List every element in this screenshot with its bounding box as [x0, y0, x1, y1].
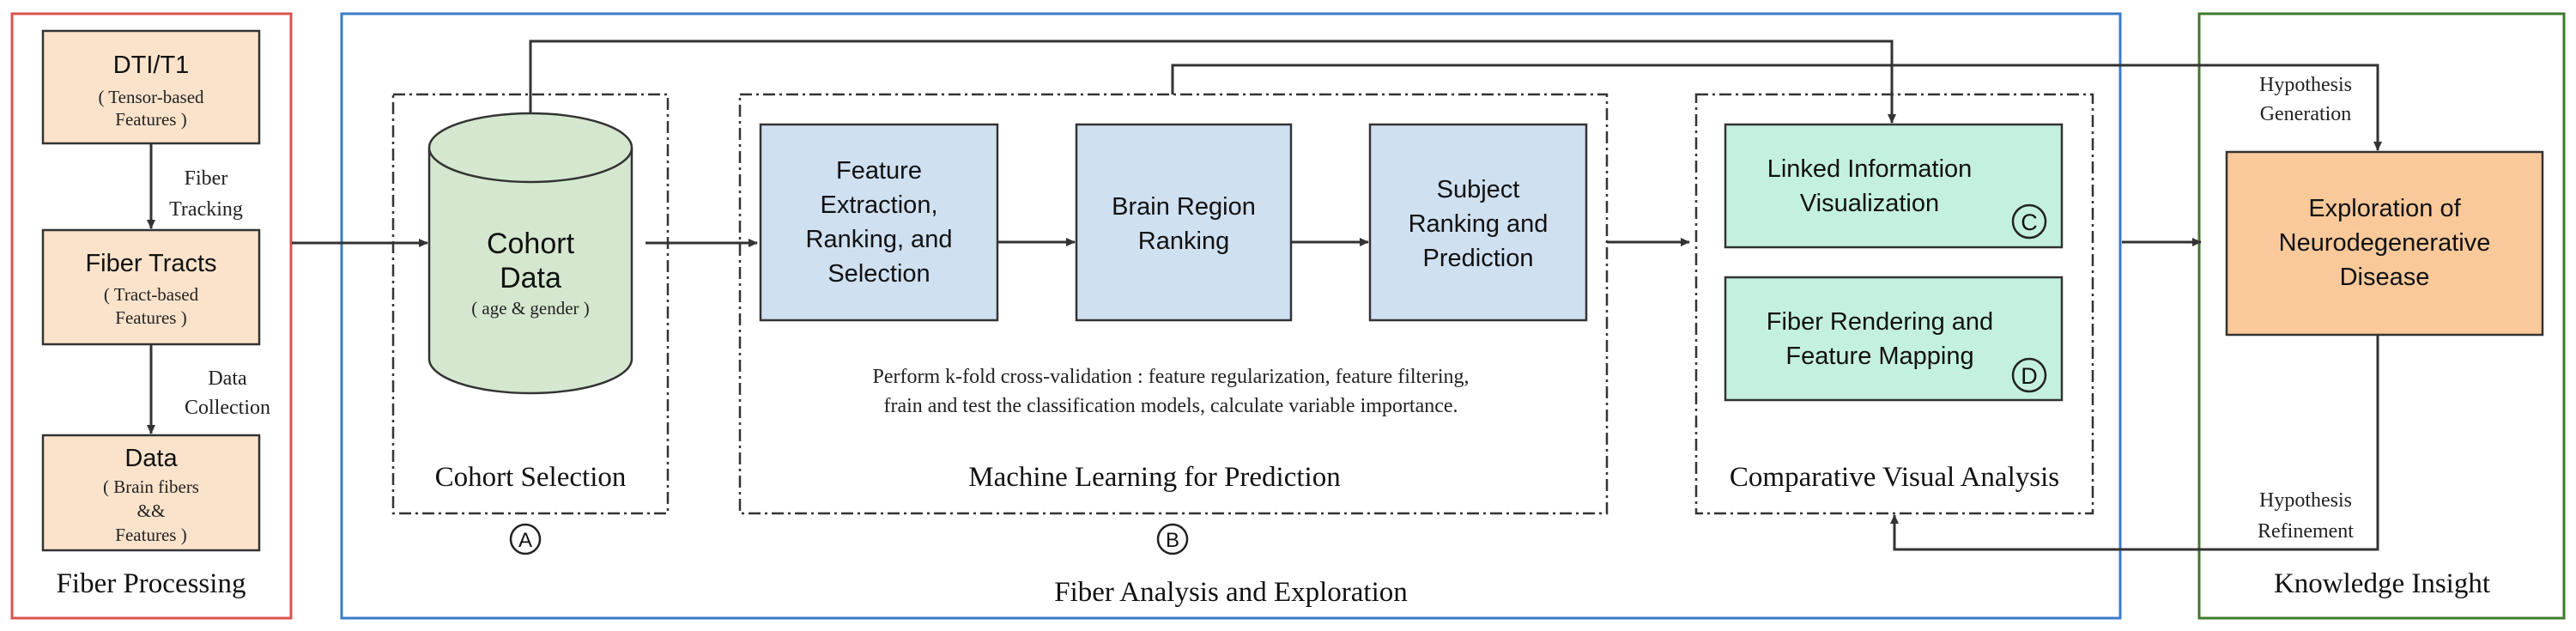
ml-section-label: Machine Learning for Prediction — [968, 462, 1340, 493]
brain-region-line2: Ranking — [1138, 228, 1229, 255]
marker-d: D — [2021, 363, 2038, 389]
exploration-line3: Disease — [2340, 264, 2430, 291]
dti-t1-title: DTI/T1 — [113, 52, 190, 79]
cross-validation-note-2: frain and test the classification models… — [883, 395, 1458, 417]
fiber-tracts-sub1: ( Tract-based — [104, 284, 199, 305]
fiber-analysis-panel — [340, 12, 2122, 620]
marker-a-circle — [509, 523, 542, 555]
fiber-tracts-sub2: Features ) — [115, 307, 186, 328]
marker-d-circle — [2011, 357, 2047, 393]
cohort-cylinder-top — [427, 112, 633, 184]
brain-region-line1: Brain Region — [1112, 193, 1256, 221]
subject-ranking-box — [1368, 123, 1588, 322]
linked-info-line1: Linked Information — [1767, 155, 1973, 183]
dti-t1-sub1: ( Tensor-based — [98, 87, 204, 107]
subject-ranking-line1: Subject — [1437, 176, 1520, 203]
marker-c: C — [2021, 209, 2038, 235]
hypothesis-generation-label-2: Generation — [2260, 103, 2352, 125]
fiber-rendering-box — [1724, 276, 2064, 402]
subject-ranking-line3: Prediction — [1423, 245, 1534, 272]
hypothesis-generation-label-1: Hypothesis — [2259, 74, 2352, 96]
fiber-rendering-line1: Fiber Rendering and — [1767, 308, 1993, 336]
cohort-cylinder-body — [427, 148, 633, 395]
subject-ranking-line2: Ranking and — [1409, 210, 1549, 238]
cohort-title-2: Data — [500, 262, 561, 294]
hypothesis-refinement-label-1: Hypothesis — [2259, 489, 2352, 512]
knowledge-insight-title: Knowledge Insight — [2274, 568, 2490, 599]
fiber-tracts-box — [41, 228, 261, 346]
data-collection-label-1: Data — [208, 367, 247, 390]
cohort-selection-frame — [391, 93, 670, 515]
feature-extraction-line4: Selection — [827, 260, 930, 288]
data-title: Data — [124, 445, 178, 472]
feature-extraction-line1: Feature — [836, 157, 922, 185]
data-collection-label-2: Collection — [185, 397, 270, 419]
ml-to-hypothesis-connector — [1171, 64, 2382, 151]
exploration-line1: Exploration of — [2308, 195, 2461, 222]
refinement-feedback-connector — [1890, 335, 2379, 551]
cohort-title-1: Cohort — [487, 228, 575, 260]
marker-b-circle — [1156, 523, 1189, 555]
marker-c-circle — [2011, 203, 2047, 240]
marker-b: B — [1166, 529, 1179, 552]
brain-region-box — [1075, 123, 1293, 322]
fiber-rendering-line2: Feature Mapping — [1785, 343, 1973, 370]
fiber-analysis-title: Fiber Analysis and Exploration — [1054, 577, 1408, 608]
cohort-subtitle: ( age & gender ) — [471, 298, 590, 319]
cohort-to-linked-connector — [529, 39, 1896, 124]
fiber-tracking-label-1: Fiber — [185, 167, 228, 190]
feature-extraction-line2: Extraction, — [821, 191, 938, 219]
dti-t1-box — [41, 29, 261, 145]
data-sub2: && — [137, 501, 166, 521]
fiber-tracts-title: Fiber Tracts — [85, 250, 216, 277]
feature-extraction-line3: Ranking, and — [806, 226, 953, 253]
exploration-box — [2225, 150, 2544, 337]
hypothesis-refinement-label-2: Refinement — [2258, 520, 2354, 543]
fiber-processing-title: Fiber Processing — [57, 568, 246, 599]
fiber-processing-panel — [10, 12, 293, 620]
fiber-tracking-label-2: Tracking — [169, 198, 243, 221]
feature-extraction-box — [759, 123, 999, 322]
linked-info-box — [1724, 123, 2064, 249]
data-box — [41, 434, 261, 552]
visual-analysis-frame — [1694, 93, 2094, 515]
visual-analysis-label: Comparative Visual Analysis — [1730, 462, 2059, 493]
cross-validation-note-1: Perform k-fold cross-validation : featur… — [872, 366, 1469, 388]
data-sub3: Features ) — [115, 525, 186, 545]
cohort-selection-label: Cohort Selection — [435, 462, 627, 493]
marker-a: A — [518, 529, 532, 552]
knowledge-insight-panel — [2197, 12, 2566, 620]
linked-info-line2: Visualization — [1800, 190, 1939, 217]
data-sub1: ( Brain fibers — [103, 476, 199, 497]
exploration-line2: Neurodegenerative — [2279, 229, 2491, 257]
dti-t1-sub2: Features ) — [115, 109, 186, 130]
